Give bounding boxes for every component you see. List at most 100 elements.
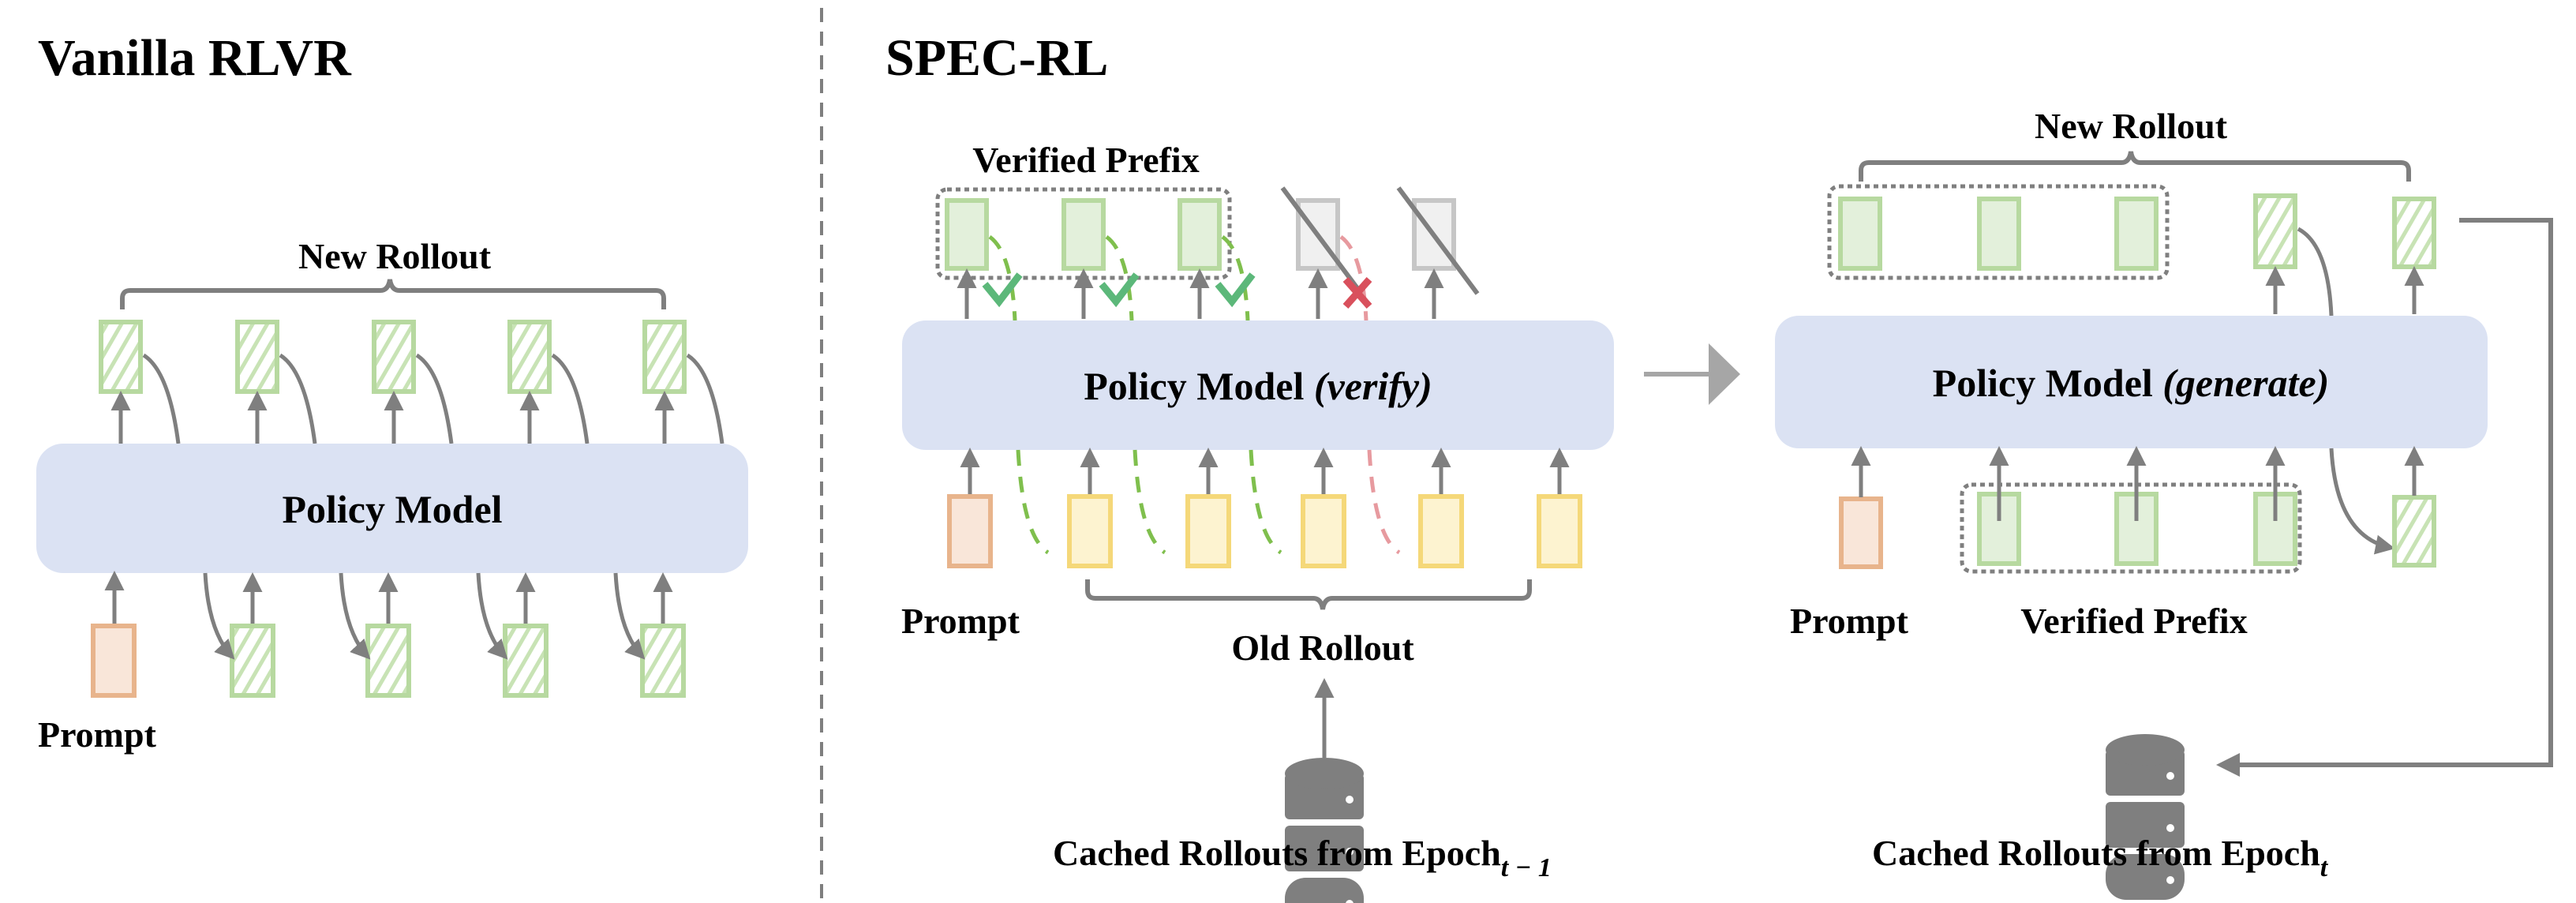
verified-token — [1178, 198, 1222, 271]
strike-through — [1280, 186, 1364, 295]
vanilla-policy-model — [36, 444, 748, 573]
old-token — [1185, 494, 1231, 568]
generate-new-rollout-label: New Rollout — [2035, 106, 2228, 146]
new-token — [230, 624, 275, 698]
spec-title: SPEC-RL — [886, 29, 1108, 87]
verify-top-tokens — [945, 186, 1480, 321]
vanilla-prompt-label: Prompt — [38, 714, 157, 755]
strike-through — [1396, 186, 1480, 295]
database-light — [2166, 876, 2174, 884]
new-token — [99, 320, 143, 394]
verified-token — [945, 198, 989, 271]
verify-verified-prefix-group — [935, 187, 1232, 280]
new-token — [372, 320, 416, 394]
old-rollout-brace — [1085, 579, 1532, 610]
feedback-loop-arrow — [2216, 218, 2553, 777]
old-token — [1067, 494, 1113, 568]
autoregressive-link — [551, 353, 590, 444]
autoregressive-link — [2329, 448, 2395, 555]
new-token — [2392, 495, 2436, 568]
database-icon — [2106, 734, 2185, 900]
database-segment — [2106, 854, 2185, 900]
new-token — [503, 624, 549, 698]
verification-path — [1249, 449, 1282, 555]
verification-path — [1105, 234, 1134, 321]
verification-path — [988, 234, 1017, 321]
database-light — [1346, 900, 1354, 903]
new-token — [365, 624, 411, 698]
verified-token — [1061, 198, 1106, 271]
verify-policy-model — [902, 320, 1614, 450]
old-token — [1418, 494, 1464, 568]
verified-token — [1838, 197, 1882, 271]
autoregressive-link — [142, 353, 181, 444]
generate-prompt-label: Prompt — [1790, 601, 1909, 641]
vanilla-new-rollout-label: New Rollout — [298, 236, 492, 276]
autoregressive-link — [613, 572, 646, 660]
new-token — [640, 624, 686, 698]
database-segment — [1285, 826, 1364, 871]
verification-path — [1367, 449, 1401, 555]
generate-policy-model — [1775, 316, 2488, 448]
autoregressive-link — [686, 353, 724, 444]
vanilla-title: Vanilla RLVR — [38, 29, 352, 87]
old-token — [1537, 494, 1582, 568]
prompt-token — [947, 494, 993, 568]
old-token — [1301, 494, 1346, 568]
database-segment — [2106, 802, 2185, 848]
verify-bottom-tokens — [947, 448, 1582, 568]
vanilla-bottom-tokens — [91, 571, 686, 698]
generate-top-tokens — [1838, 193, 2436, 317]
generate-new-rollout-brace — [1859, 151, 2411, 182]
generate-verified-prefix-label: Verified Prefix — [2020, 601, 2247, 641]
verification-path — [1221, 234, 1250, 321]
verification-path — [1339, 234, 1368, 321]
autoregressive-link — [476, 572, 508, 660]
database-segment — [1285, 878, 1364, 903]
verify-policy-label: Policy Model (verify) — [1084, 364, 1432, 408]
autoregressive-link — [203, 572, 235, 660]
generate-verified-prefix-bottom-group — [1960, 482, 2302, 574]
autoregressive-link — [339, 572, 371, 660]
new-token — [2253, 193, 2297, 269]
generate-bottom-tokens — [1839, 446, 2436, 569]
database-top — [1285, 758, 1364, 789]
verification-path — [1016, 449, 1050, 555]
new-token — [507, 320, 552, 394]
database-icon — [1285, 758, 1364, 903]
generate-policy-label: Policy Model (generate) — [1933, 361, 2330, 405]
database-light — [2166, 772, 2174, 780]
vanilla-policy-label: Policy Model — [282, 487, 502, 531]
verification-path — [1133, 449, 1166, 555]
database-light — [2166, 824, 2174, 832]
check-icon — [982, 272, 1023, 308]
vanilla-top-tokens — [99, 320, 724, 444]
verify-to-generate-arrow-icon — [1644, 343, 1740, 405]
new-token — [642, 320, 687, 394]
generate-verified-prefix-top-group — [1827, 184, 2170, 280]
verify-prompt-label: Prompt — [901, 601, 1020, 641]
database-light — [1346, 848, 1354, 856]
prompt-token — [91, 624, 137, 698]
autoregressive-link — [415, 353, 454, 444]
verify-verified-prefix-label: Verified Prefix — [972, 140, 1199, 180]
autoregressive-link — [2297, 227, 2334, 317]
verified-token — [2114, 197, 2159, 271]
vanilla-new-rollout-brace — [120, 279, 666, 309]
new-token — [235, 320, 279, 394]
new-token — [2392, 197, 2436, 269]
spec-rl-section: SPEC-RL Verified Prefix Policy Model (ve… — [886, 29, 2553, 903]
verified-token — [1977, 197, 2021, 271]
database-top — [2106, 734, 2185, 766]
autoregressive-link — [279, 353, 317, 444]
check-icon — [1215, 272, 1256, 308]
check-icon — [1099, 272, 1140, 308]
vanilla-rlvr-section: Vanilla RLVR New Rollout Policy Model Pr… — [36, 29, 748, 755]
cross-icon — [1342, 277, 1372, 309]
database-light — [1346, 796, 1354, 804]
old-rollout-label: Old Rollout — [1231, 628, 1414, 668]
prompt-token — [1839, 496, 1883, 569]
cache-current-label: Cached Rollouts from Epocht — [1872, 833, 2329, 882]
cache-prev-label: Cached Rollouts from Epocht − 1 — [1053, 833, 1552, 882]
